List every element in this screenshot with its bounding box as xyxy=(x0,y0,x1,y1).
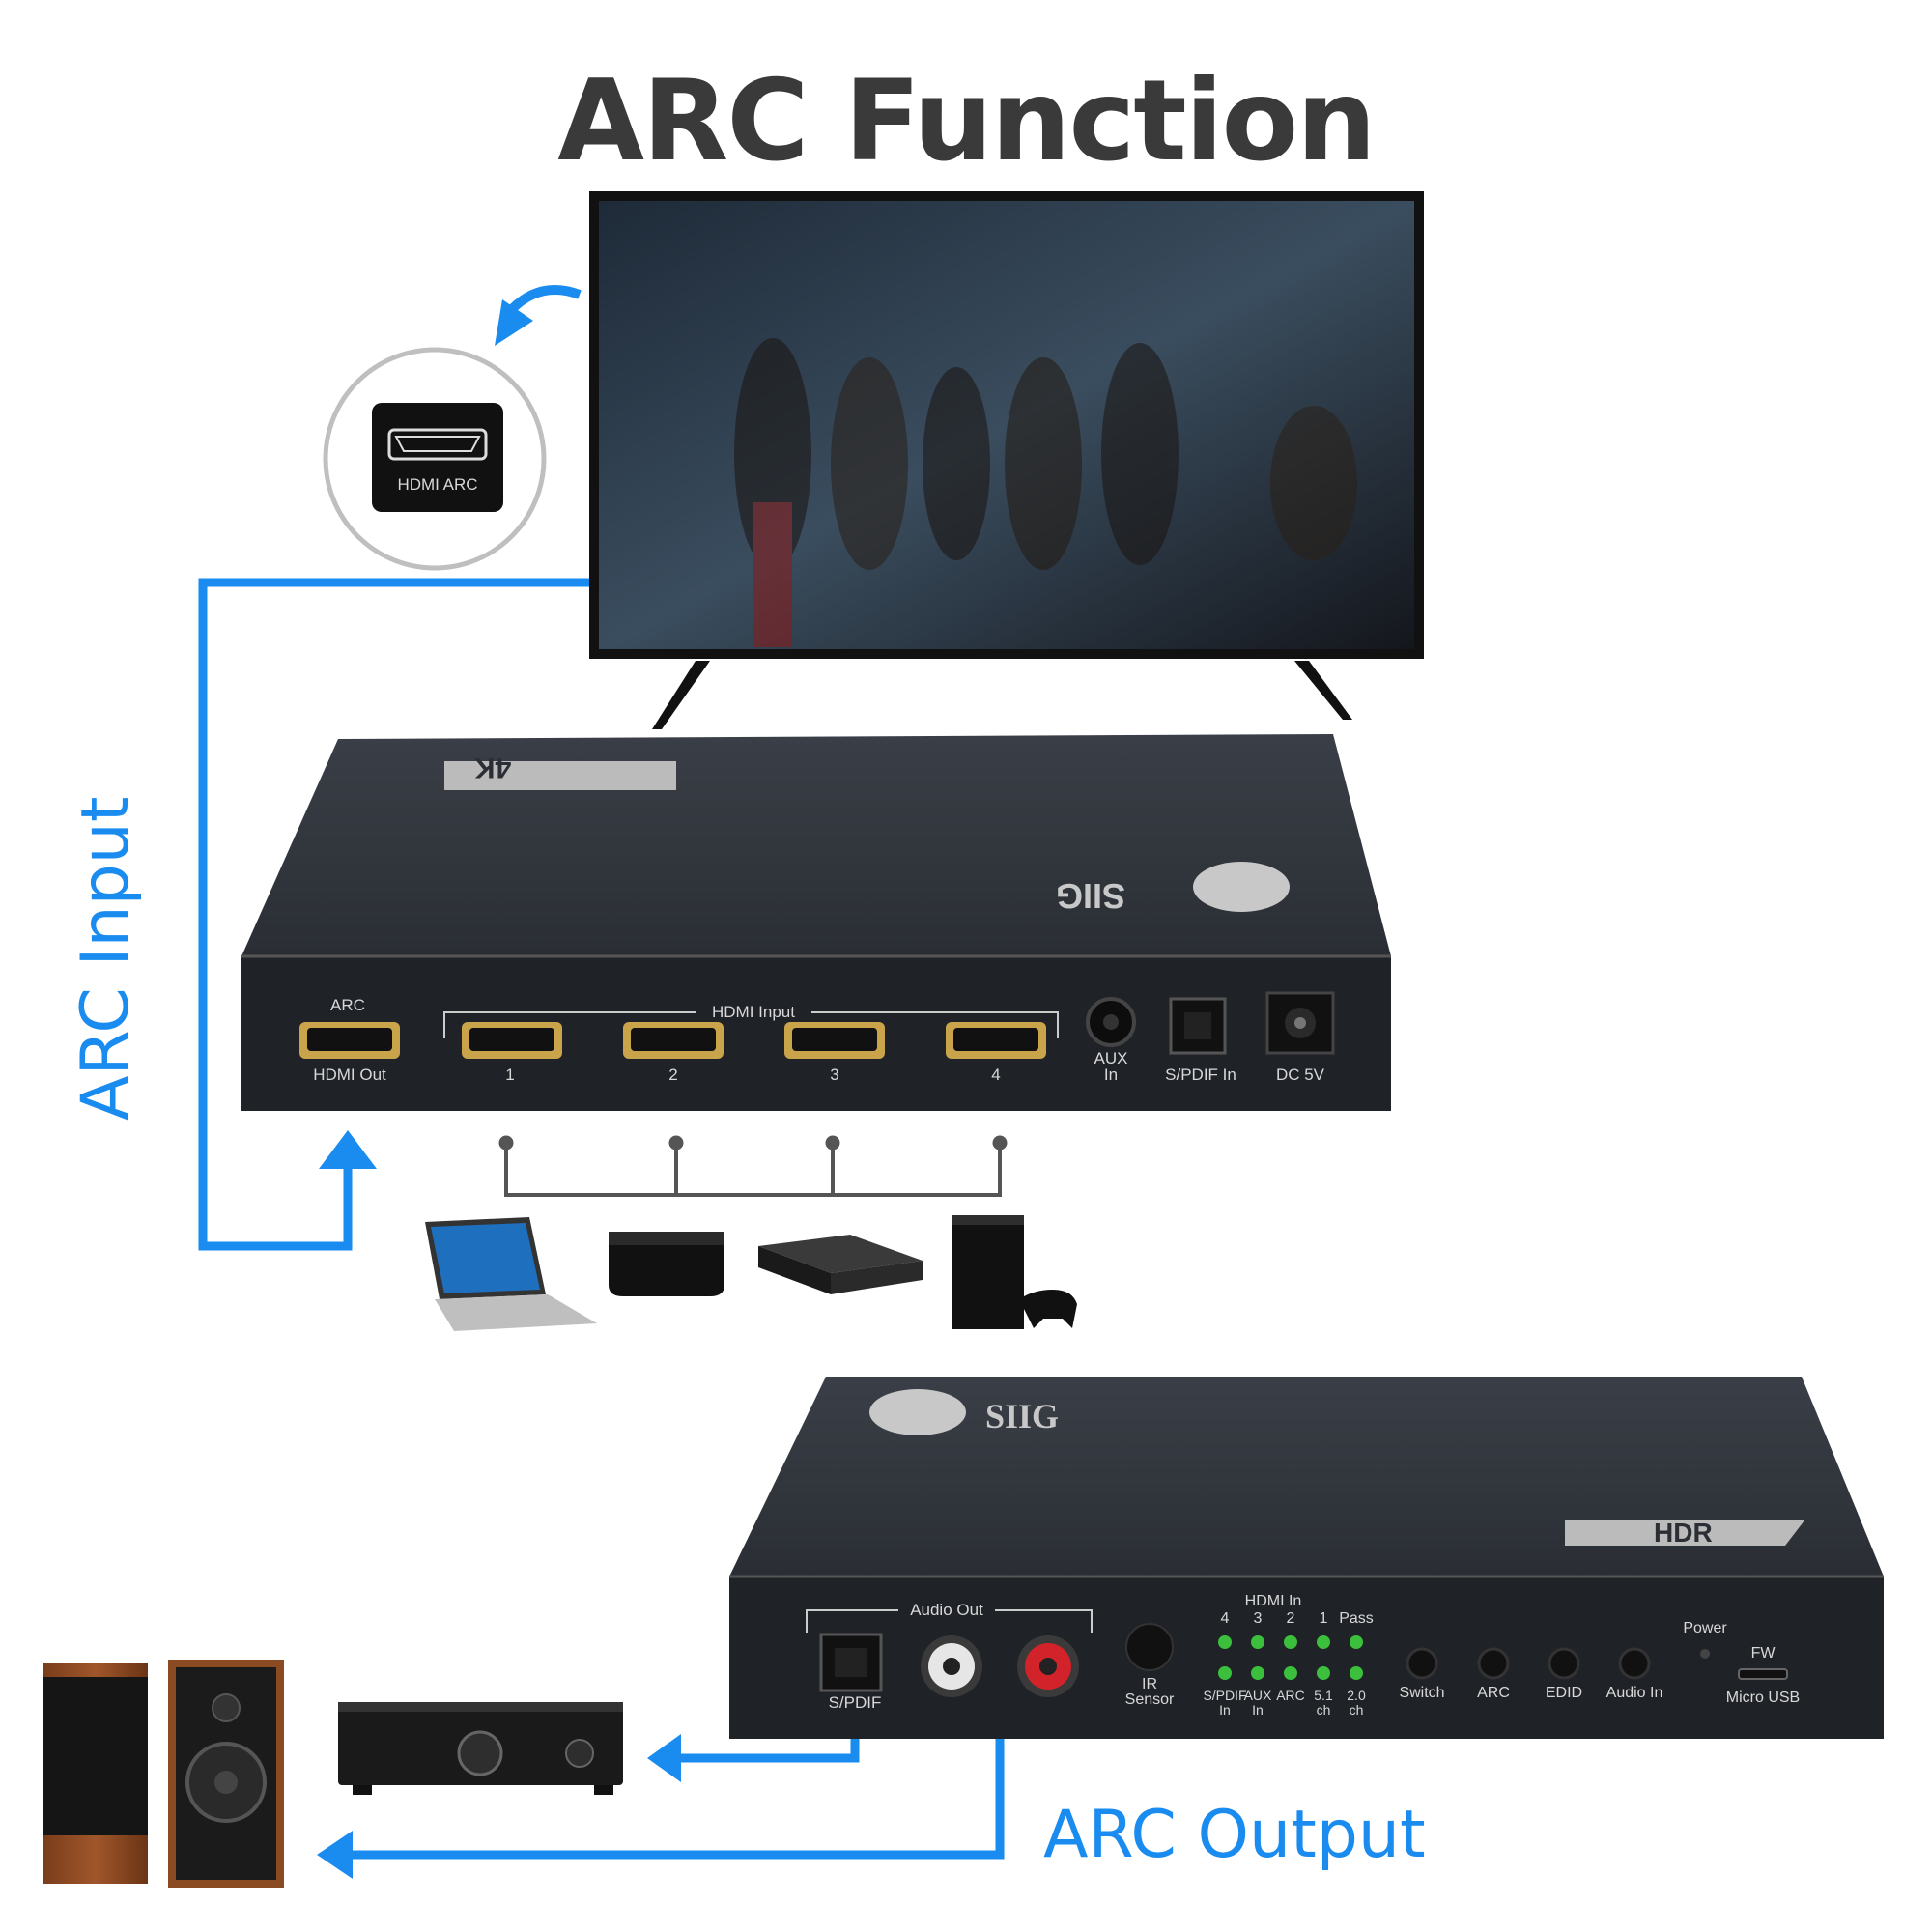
amplifier-icon xyxy=(338,1702,623,1795)
dc-label: DC 5V xyxy=(1276,1065,1325,1084)
arc-button-label: ARC xyxy=(1477,1685,1510,1701)
led-top-3: 3 xyxy=(1254,1610,1263,1627)
audio-out-label: Audio Out xyxy=(910,1601,983,1619)
led-bottom-4b: ch xyxy=(1317,1702,1331,1718)
led-bottom-3a: ARC xyxy=(1276,1688,1305,1703)
port-label-1: 1 xyxy=(505,1065,514,1084)
port-label-4: 4 xyxy=(991,1065,1000,1084)
led-bottom-2b: In xyxy=(1252,1702,1264,1718)
spdif-out-label: S/PDIF xyxy=(829,1693,882,1712)
led-top-1: 1 xyxy=(1320,1610,1328,1627)
curved-arrow-icon xyxy=(508,285,582,313)
switch-label: Switch xyxy=(1399,1685,1444,1701)
edid-label: EDID xyxy=(1546,1685,1582,1701)
top-4khdr-text: 4K xyxy=(473,752,511,783)
hdmi-input-port-4 xyxy=(946,1022,1046,1059)
audio-in-label: Audio In xyxy=(1606,1685,1663,1701)
led-bottom-1b: In xyxy=(1219,1702,1231,1718)
audio-in-button xyxy=(1618,1647,1651,1680)
bluray-player-icon xyxy=(758,1235,923,1294)
port-label-2: 2 xyxy=(668,1065,677,1084)
hdmi-out-label: HDMI Out xyxy=(313,1065,386,1084)
arrow-left-icon xyxy=(317,1831,353,1879)
arrow-left-icon xyxy=(647,1734,681,1782)
speaker-icon xyxy=(168,1660,284,1888)
hdmi-input-port-3 xyxy=(784,1022,885,1059)
hdmi-out-port xyxy=(299,1022,400,1059)
source-connector xyxy=(498,1135,1008,1197)
arc-input-label: ARC Input xyxy=(68,796,144,1121)
bottom-hdr-text: HDR xyxy=(1654,1518,1713,1548)
spdif-out-port xyxy=(819,1633,883,1692)
led-bottom-4a: 5.1 xyxy=(1314,1688,1333,1703)
dc-port xyxy=(1265,991,1335,1055)
page-title: ARC Function xyxy=(557,56,1377,186)
hdmi-input-group-label: HDMI Input xyxy=(712,1003,795,1021)
led-top-pass: Pass xyxy=(1339,1610,1374,1627)
led-bottom-1a: S/PDIF xyxy=(1203,1688,1246,1703)
led-bottom-5b: ch xyxy=(1350,1702,1364,1718)
port-label-3: 3 xyxy=(830,1065,838,1084)
aux-in-jack xyxy=(1086,997,1136,1047)
game-console-icon xyxy=(952,1215,1077,1329)
tv-screen xyxy=(599,201,1414,649)
arc-input-line xyxy=(198,578,589,1251)
micro-usb-port xyxy=(1738,1668,1788,1680)
ir-label-2: Sensor xyxy=(1125,1691,1175,1708)
power-led xyxy=(1700,1649,1710,1659)
switch-button xyxy=(1406,1647,1438,1680)
tv-icon xyxy=(589,191,1424,729)
led-bottom-2a: AUX xyxy=(1244,1688,1272,1703)
siig-logo-icon xyxy=(869,1389,966,1435)
top-logo-text: SIIG xyxy=(1056,876,1125,916)
bottom-device: SIIG 4K HDR Audio Out S/PDIF IR Sensor H… xyxy=(729,1377,1884,1739)
siig-logo-icon xyxy=(1193,862,1290,912)
ir-label-1: IR xyxy=(1142,1676,1157,1692)
edid-button xyxy=(1548,1647,1580,1680)
laptop-icon xyxy=(425,1217,597,1331)
arc-output-label: ARC Output xyxy=(1043,1797,1426,1873)
led-top-4: 4 xyxy=(1221,1610,1230,1627)
hdmi-input-port-2 xyxy=(623,1022,724,1059)
micro-usb-label: Micro USB xyxy=(1726,1690,1800,1706)
arc-button xyxy=(1477,1647,1510,1680)
spdif-in-port xyxy=(1169,997,1227,1055)
hdmi-arc-badge-label: HDMI ARC xyxy=(397,475,477,494)
hdmi-in-label: HDMI In xyxy=(1245,1593,1302,1609)
bottom-logo-text: SIIG xyxy=(985,1397,1059,1435)
aux-label-2: In xyxy=(1104,1065,1118,1084)
apple-tv-icon xyxy=(609,1232,724,1296)
hdmi-input-port-1 xyxy=(462,1022,562,1059)
bottom-4k-text: 4K xyxy=(1589,1518,1624,1548)
tv-stand-left xyxy=(652,661,710,729)
tv-stand-right xyxy=(1294,661,1352,720)
aux-label-1: AUX xyxy=(1094,1049,1128,1067)
led-grid xyxy=(1218,1635,1363,1680)
rca-white-jack xyxy=(921,1635,982,1697)
speaker-icon xyxy=(43,1663,148,1884)
led-top-2: 2 xyxy=(1287,1610,1295,1627)
hdmi-arc-badge: HDMI ARC xyxy=(323,347,547,571)
fw-label: FW xyxy=(1751,1645,1776,1662)
ir-sensor xyxy=(1125,1623,1174,1671)
spdif-in-label: S/PDIF In xyxy=(1165,1065,1236,1084)
rca-output-line xyxy=(348,1739,1005,1860)
top-device: 4K SIIG ARC HDMI Out HDMI Input 1 2 3 4 … xyxy=(242,734,1391,1111)
power-label: Power xyxy=(1683,1620,1727,1636)
arrow-up-icon xyxy=(319,1130,377,1169)
led-bottom-5a: 2.0 xyxy=(1347,1688,1366,1703)
spdif-output-line xyxy=(676,1739,860,1763)
arc-port-label: ARC xyxy=(330,996,365,1014)
rca-red-jack xyxy=(1017,1635,1079,1697)
